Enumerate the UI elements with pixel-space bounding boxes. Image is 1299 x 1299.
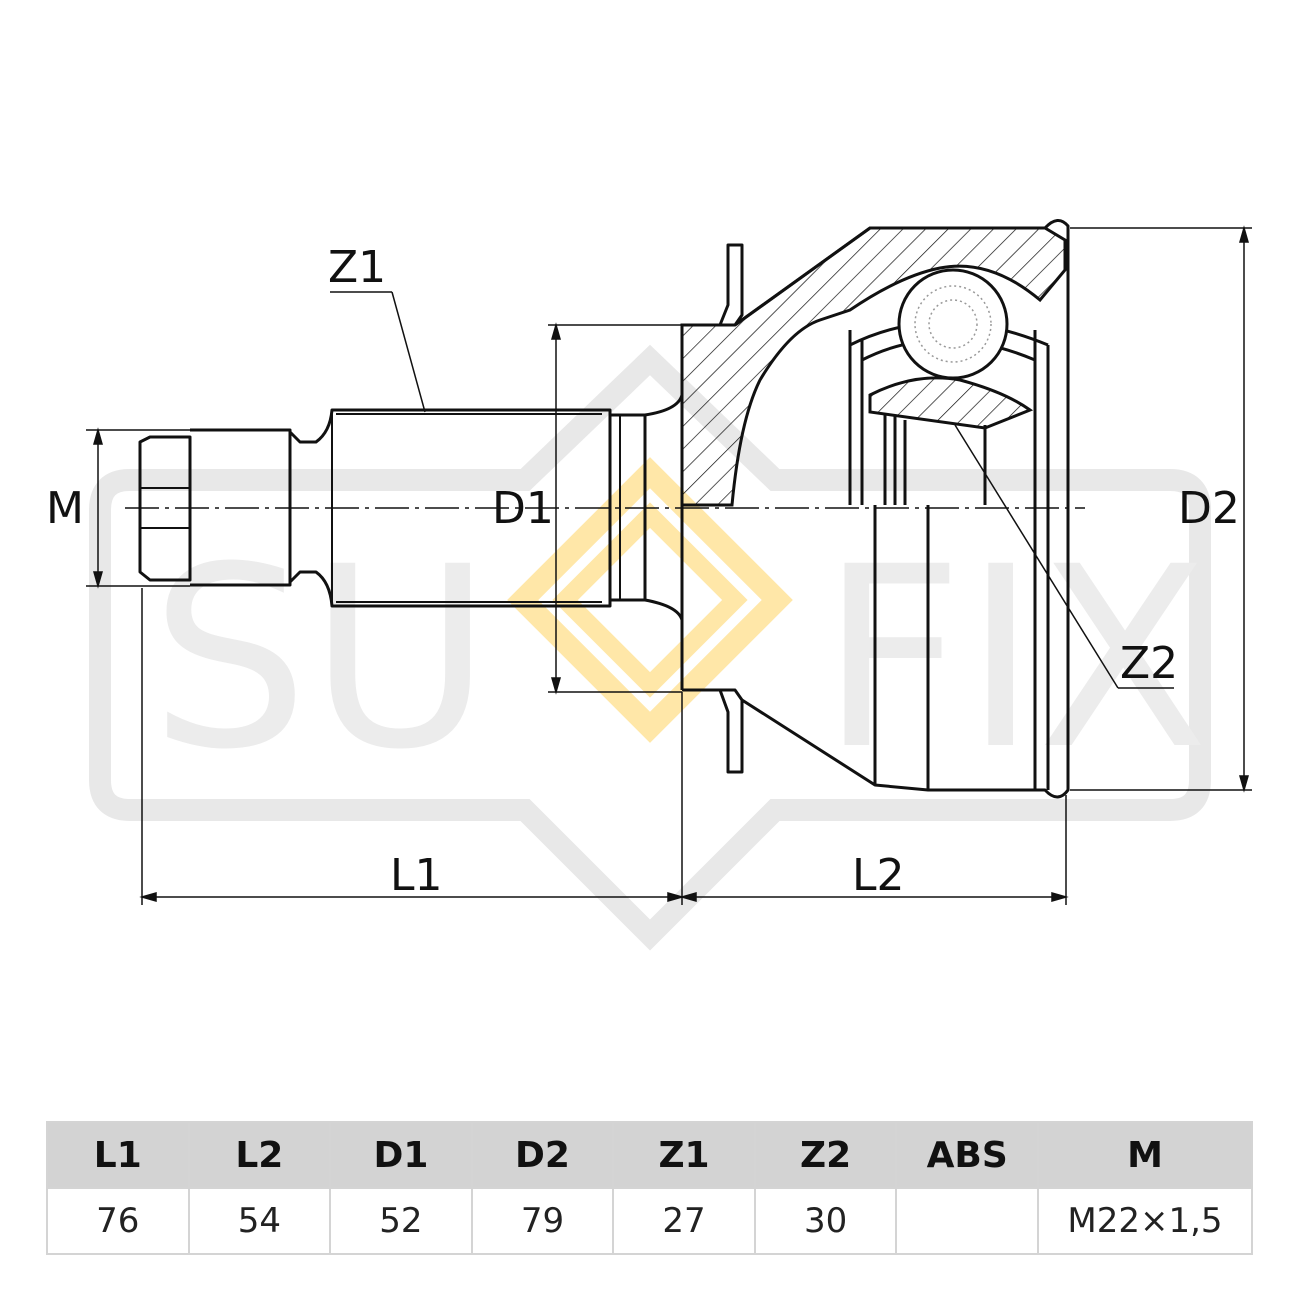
header-d2: D2 <box>470 1121 615 1189</box>
label-z1: Z1 <box>328 242 386 293</box>
label-l2: L2 <box>852 850 905 901</box>
watermark-logo: SU FIX <box>89 344 1211 951</box>
value-l2: 54 <box>187 1187 332 1255</box>
label-l1: L1 <box>390 850 443 901</box>
value-d1: 52 <box>329 1187 473 1255</box>
value-m: M22×1,5 <box>1037 1187 1253 1255</box>
label-m: M <box>46 483 84 534</box>
header-m: M <box>1037 1121 1253 1189</box>
ball-bearing <box>897 268 1009 380</box>
value-z2: 30 <box>753 1187 898 1255</box>
dimension-lines <box>86 225 1252 905</box>
value-d2: 79 <box>470 1187 615 1255</box>
header-z1: Z1 <box>612 1121 756 1189</box>
value-l1: 76 <box>46 1187 190 1255</box>
label-d1: D1 <box>492 483 554 534</box>
cv-joint-drawing: SU FIX <box>46 219 1252 951</box>
spec-table: L1 L2 D1 D2 Z1 Z2 ABS M 76 54 52 79 27 3… <box>46 1121 1253 1255</box>
header-l1: L1 <box>46 1121 190 1189</box>
header-abs: ABS <box>895 1121 1039 1189</box>
hatched-section <box>680 226 1067 507</box>
header-d1: D1 <box>329 1121 473 1189</box>
svg-text:SU: SU <box>150 513 492 804</box>
spec-header-row: L1 L2 D1 D2 Z1 Z2 ABS M <box>46 1121 1253 1189</box>
header-l2: L2 <box>187 1121 332 1189</box>
dimension-labels: Z1 Z2 M D1 D2 L1 L2 <box>46 242 1240 901</box>
header-z2: Z2 <box>753 1121 898 1189</box>
label-z2: Z2 <box>1120 638 1178 689</box>
svg-text:FIX: FIX <box>820 513 1209 804</box>
value-abs <box>895 1187 1039 1255</box>
value-z1: 27 <box>612 1187 756 1255</box>
label-d2: D2 <box>1178 483 1240 534</box>
spec-value-row: 76 54 52 79 27 30 M22×1,5 <box>46 1187 1253 1255</box>
part-outline <box>138 219 1070 799</box>
